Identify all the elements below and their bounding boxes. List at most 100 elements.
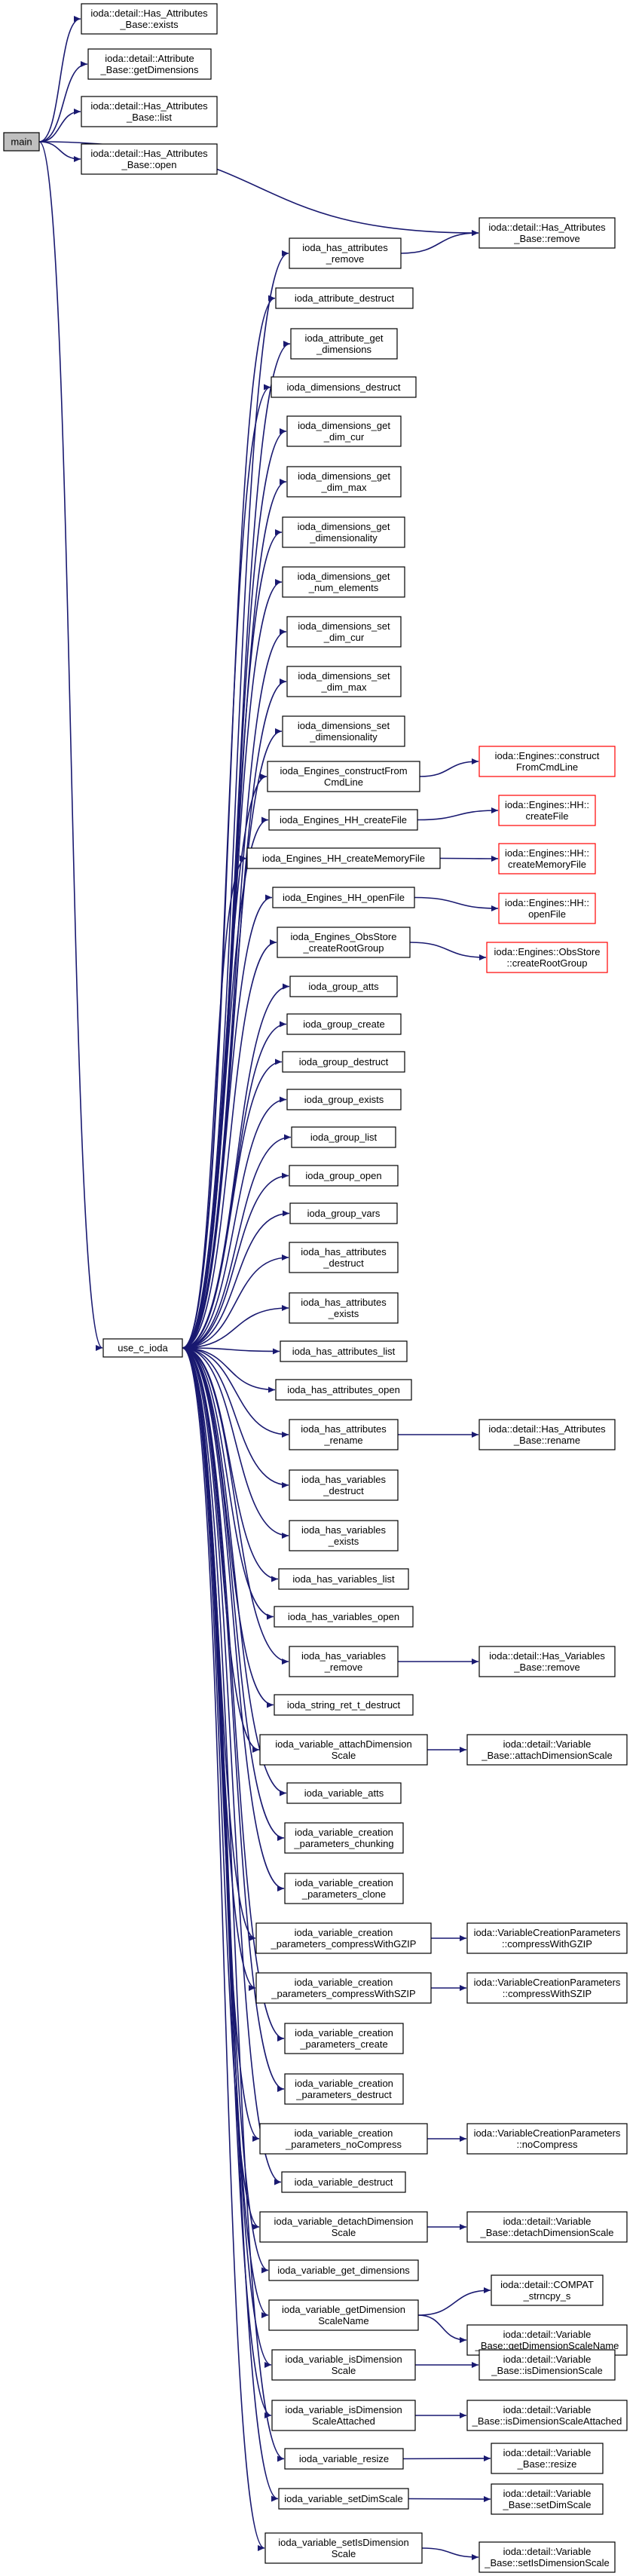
node-label-line: CmdLine <box>324 776 363 788</box>
node-n-var-detach[interactable]: ioda_variable_detachDimensionScale <box>259 2211 428 2243</box>
node-box <box>268 2259 419 2281</box>
node-n-dims-set-dim-max[interactable]: ioda_dimensions_set_dim_max <box>286 666 402 697</box>
call-nodes: main ioda::detail::Has_Attributes_Base::e… <box>3 3 628 2573</box>
edge-n_eng_construct-to-x_eng_construct <box>419 758 479 777</box>
node-n-group-atts[interactable]: ioda_group_atts <box>289 976 398 997</box>
node-hvb-remove[interactable]: ioda::detail::Has_Variables_Base::remove <box>478 1646 616 1677</box>
node-n-attr-destruct[interactable]: ioda_attribute_destruct <box>275 287 414 309</box>
node-n-group-list[interactable]: ioda_group_list <box>291 1126 396 1148</box>
node-box <box>286 616 402 648</box>
node-box <box>289 1469 399 1501</box>
node-vcp-nocompress[interactable]: ioda::VariableCreationParameters::noComp… <box>466 2123 628 2155</box>
node-n-dims-set-dim-cur[interactable]: ioda_dimensions_set_dim_cur <box>286 616 402 648</box>
node-n-var-attach[interactable]: ioda_variable_attachDimensionScale <box>259 1734 428 1766</box>
node-label-line: _destruct <box>323 1257 364 1269</box>
node-n-var-resize[interactable]: ioda_variable_resize <box>284 2448 404 2470</box>
node-n-eng-obsstore[interactable]: ioda_Engines_ObsStore_createRootGroup <box>277 927 411 958</box>
node-label-line: ioda_variable_isDimension <box>285 2354 402 2365</box>
node-label-line: ioda::Engines::HH:: <box>505 799 589 810</box>
node-n-var-cp-chunking[interactable]: ioda_variable_creation_parameters_chunki… <box>284 1822 404 1854</box>
node-n-has-vars-exists[interactable]: ioda_has_variables_exists <box>289 1520 399 1551</box>
node-compat-strncpy[interactable]: ioda::detail::COMPAT_strncpy_s <box>491 2274 604 2306</box>
node-n-var-cp-szip[interactable]: ioda_variable_creation_parameters_compre… <box>255 1972 432 2004</box>
node-n-group-create[interactable]: ioda_group_create <box>286 1013 402 1035</box>
node-vb-resize[interactable]: ioda::detail::Variable_Base::resize <box>491 2443 604 2474</box>
node-x-eng-hh-creatememory[interactable]: ioda::Engines::HH::createMemoryFile <box>498 843 596 874</box>
node-n-var-get-dsname[interactable]: ioda_variable_getDimensionScaleName <box>268 2299 419 2331</box>
node-n-var-cp-destruct[interactable]: ioda_variable_creation_parameters_destru… <box>284 2073 404 2105</box>
node-n-eng-hh-creatememory[interactable]: ioda_Engines_HH_createMemoryFile <box>246 847 441 869</box>
node-n-has-attr-open[interactable]: ioda_has_attributes_open <box>275 1379 412 1401</box>
node-n-attr-get-dims[interactable]: ioda_attribute_get_dimensions <box>290 328 398 360</box>
edge-n_var_setisds-to-vb_setisds <box>421 2547 479 2560</box>
node-x-eng-hh-create[interactable]: ioda::Engines::HH::createFile <box>498 795 596 826</box>
node-vb-is-ds[interactable]: ioda::detail::Variable_Base::isDimension… <box>478 2349 616 2381</box>
node-n-has-attr-list[interactable]: ioda_has_attributes_list <box>280 1340 408 1362</box>
node-label-line: ioda_has_attributes_list <box>292 1346 396 1357</box>
node-use-c-ioda[interactable]: use_c_ioda <box>102 1338 183 1358</box>
node-n-has-attr-remove[interactable]: ioda_has_attributes_remove <box>289 237 402 269</box>
node-n-group-destruct[interactable]: ioda_group_destruct <box>282 1051 405 1073</box>
node-n-eng-hh-create[interactable]: ioda_Engines_HH_createFile <box>268 809 418 831</box>
node-x-eng-obsstore[interactable]: ioda::Engines::ObsStore::createRootGroup <box>486 942 608 973</box>
node-hab-exists[interactable]: ioda::detail::Has_Attributes_Base::exist… <box>81 3 218 35</box>
node-n-has-attr-destruct[interactable]: ioda_has_attributes_destruct <box>289 1242 399 1273</box>
node-n-group-vars[interactable]: ioda_group_vars <box>289 1202 398 1224</box>
node-vb-setdimscale[interactable]: ioda::detail::Variable_Base::setDimScale <box>491 2483 604 2515</box>
node-hab-list[interactable]: ioda::detail::Has_Attributes_Base::list <box>81 96 218 127</box>
node-vcp-szip[interactable]: ioda::VariableCreationParameters::compre… <box>466 1972 628 2004</box>
edge-n_var_get_dsname-to-compat_strncpy <box>417 2287 491 2316</box>
edge-use_c_ioda-to-n_has_attr_list <box>182 1347 280 1355</box>
node-n-dims-get-dim-cur[interactable]: ioda_dimensions_get_dim_cur <box>286 415 402 447</box>
node-main[interactable]: main <box>3 132 40 152</box>
node-ab-getdims[interactable]: ioda::detail::Attribute_Base::getDimensi… <box>87 48 212 80</box>
node-n-has-vars-destruct[interactable]: ioda_has_variables_destruct <box>289 1469 399 1501</box>
node-n-eng-hh-open[interactable]: ioda_Engines_HH_openFile <box>272 887 415 908</box>
node-n-var-is-ds[interactable]: ioda_variable_isDimensionScale <box>271 2349 416 2381</box>
edge-use_c_ioda-to-n_var_is_ds_attached <box>182 1347 272 2418</box>
node-n-var-cp-clone[interactable]: ioda_variable_creation_parameters_clone <box>284 1873 404 1904</box>
node-n-dims-destruct[interactable]: ioda_dimensions_destruct <box>271 376 417 398</box>
node-n-group-exists[interactable]: ioda_group_exists <box>286 1089 402 1110</box>
node-n-var-is-ds-attached[interactable]: ioda_variable_isDimensionScaleAttached <box>271 2400 416 2431</box>
node-n-group-open[interactable]: ioda_group_open <box>289 1165 399 1187</box>
node-n-dims-get-dim-max[interactable]: ioda_dimensions_get_dim_max <box>286 466 402 498</box>
node-label-line: ioda_variable_creation <box>295 1827 393 1838</box>
node-x-eng-hh-open[interactable]: ioda::Engines::HH::openFile <box>498 893 596 924</box>
node-n-has-vars-list[interactable]: ioda_has_variables_list <box>278 1568 409 1590</box>
node-n-var-cp-nocompress[interactable]: ioda_variable_creation_parameters_noComp… <box>259 2123 428 2155</box>
node-hab-remove[interactable]: ioda::detail::Has_Attributes_Base::remov… <box>478 217 616 249</box>
node-vb-attach[interactable]: ioda::detail::Variable_Base::attachDimen… <box>466 1734 628 1766</box>
node-box <box>289 1419 399 1450</box>
node-vb-setisds[interactable]: ioda::detail::Variable_Base::setIsDimens… <box>478 2541 616 2573</box>
node-label-line: ioda_attribute_get <box>304 332 383 344</box>
node-n-has-attr-rename[interactable]: ioda_has_attributes_rename <box>289 1419 399 1450</box>
edge-use_c_ioda-to-n_group_exists <box>182 1096 287 1349</box>
node-label-line: _Base::getDimensionScaleName <box>475 2340 619 2351</box>
node-label-line: ioda_variable_creation <box>295 1877 393 1888</box>
node-n-var-setisds[interactable]: ioda_variable_setIsDimensionScale <box>264 2532 423 2564</box>
node-n-var-setdimscale[interactable]: ioda_variable_setDimScale <box>278 2488 409 2510</box>
node-n-var-destruct[interactable]: ioda_variable_destruct <box>281 2171 406 2193</box>
node-vb-detach[interactable]: ioda::detail::Variable_Base::detachDimen… <box>466 2211 628 2243</box>
node-n-has-attr-exists[interactable]: ioda_has_attributes_exists <box>289 1292 399 1324</box>
node-n-has-vars-remove[interactable]: ioda_has_variables_remove <box>289 1646 399 1677</box>
node-n-var-atts[interactable]: ioda_variable_atts <box>286 1782 402 1804</box>
node-n-var-get-dims[interactable]: ioda_variable_get_dimensions <box>268 2259 419 2281</box>
node-hab-rename[interactable]: ioda::detail::Has_Attributes_Base::renam… <box>478 1419 616 1450</box>
node-n-var-cp-create[interactable]: ioda_variable_creation_parameters_create <box>284 2023 404 2054</box>
node-n-string-ret[interactable]: ioda_string_ret_t_destruct <box>274 1694 414 1716</box>
node-box <box>277 927 411 958</box>
node-box <box>286 415 402 447</box>
node-vb-is-ds-attached[interactable]: ioda::detail::Variable_Base::isDimension… <box>466 2400 628 2431</box>
node-label-line: ioda_attribute_destruct <box>295 293 395 304</box>
node-n-dims-get-num-elements[interactable]: ioda_dimensions_get_num_elements <box>282 566 405 598</box>
node-n-has-vars-open[interactable]: ioda_has_variables_open <box>274 1606 414 1628</box>
node-n-dims-get-dimensionality[interactable]: ioda_dimensions_get_dimensionality <box>282 516 405 548</box>
node-vcp-gzip[interactable]: ioda::VariableCreationParameters::compre… <box>466 1922 628 1954</box>
node-hab-open[interactable]: ioda::detail::Has_Attributes_Base::open <box>81 143 218 175</box>
node-n-var-cp-gzip[interactable]: ioda_variable_creation_parameters_compre… <box>255 1922 432 1954</box>
node-n-dims-set-dimensionality[interactable]: ioda_dimensions_set_dimensionality <box>282 715 405 747</box>
